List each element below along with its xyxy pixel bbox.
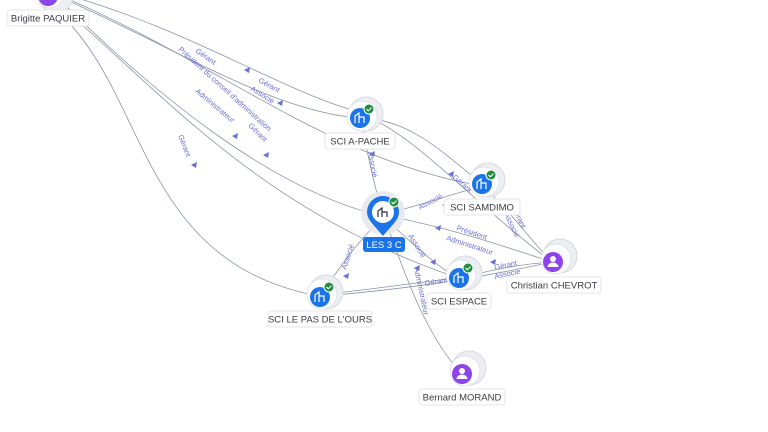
edge-label-administrateur-3: Administrateur [445, 233, 494, 257]
node-label-les-3-c: LES 3 C [366, 240, 402, 251]
verified-check-icon [485, 169, 497, 181]
edge-label-associe-3: Associé [417, 191, 444, 211]
node-brigitte-paquier[interactable]: Brigitte PAQUIER [6, 0, 90, 27]
verified-check-icon [388, 196, 400, 208]
node-label-brigitte: Brigitte PAQUIER [11, 14, 85, 25]
building-icon [377, 206, 388, 217]
node-sci-le-pas-de-lours[interactable]: SCI LE PAS DE L'OURS [267, 274, 373, 328]
node-sci-espace[interactable]: SCI ESPACE [426, 255, 492, 310]
verified-check-icon [323, 281, 335, 293]
node-bernard-morand[interactable]: Bernard MORAND [418, 350, 506, 406]
edge-apache-christian [369, 117, 553, 263]
node-label-sci-samdimo: SCI SAMDIMO [450, 203, 514, 214]
node-les-3-c[interactable]: LES 3 C [361, 191, 405, 252]
edge-label-associe-5: Associé [339, 243, 356, 271]
node-label-sci-a-pache: SCI A-PACHE [330, 137, 389, 148]
node-label-bernard: Bernard MORAND [423, 393, 502, 404]
node-label-sci-pas-ours: SCI LE PAS DE L'OURS [268, 315, 372, 326]
edge-label-associe-2: Associé [366, 151, 379, 178]
person-icon [38, 0, 58, 6]
edge-brigitte-samdimo [69, 0, 483, 187]
edge-label-gerant-7: Gérant [424, 275, 449, 288]
node-label-sci-espace: SCI ESPACE [431, 297, 487, 308]
edge-les3c-christian [387, 215, 553, 263]
edge-pasours-christian [321, 261, 553, 297]
node-sci-a-pache[interactable]: SCI A-PACHE [324, 96, 396, 150]
verified-check-icon [462, 262, 474, 274]
node-sci-samdimo[interactable]: SCI SAMDIMO [443, 162, 521, 216]
edge-brigitte-pasours [45, 1, 319, 297]
verified-check-icon [363, 103, 375, 115]
edge-label-associe-4: Associé [406, 232, 428, 259]
edge-brigitte-apache [65, 0, 359, 119]
node-label-christian: Christian CHEVROT [511, 281, 598, 292]
node-christian-chevrot[interactable]: Christian CHEVROT [506, 238, 602, 294]
edge-brigitte-les3c [59, 0, 383, 217]
edge-label-gerant-4: Gérant [176, 133, 193, 158]
edge-brigitte-apache-2 [81, 0, 361, 113]
focus-label-chip [363, 237, 405, 252]
edge-brigitte-espace [53, 0, 459, 279]
